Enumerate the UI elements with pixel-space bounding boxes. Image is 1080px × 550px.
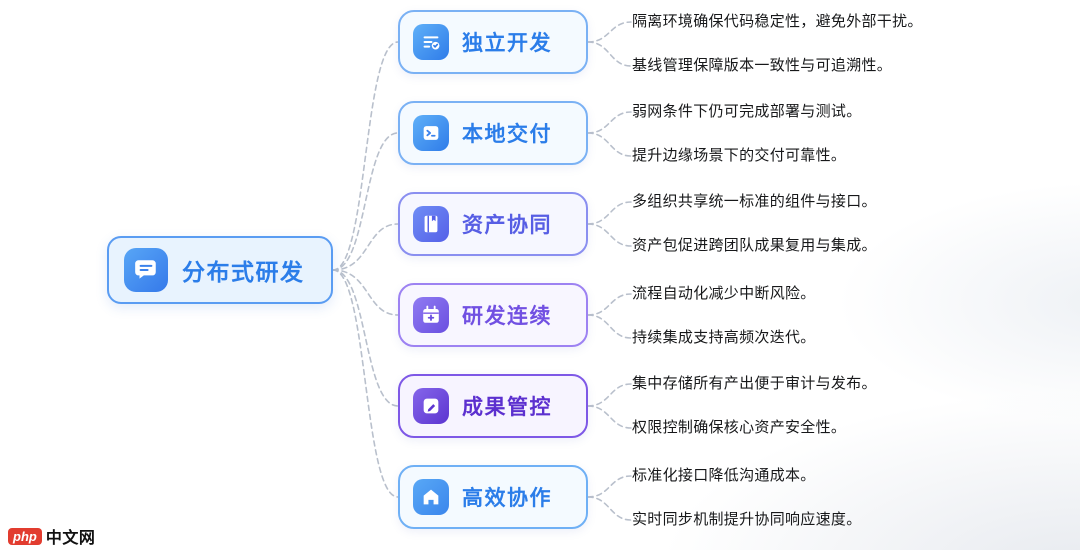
leaf-text: 基线管理保障版本一致性与可追溯性。 <box>632 57 893 74</box>
leaf-text: 实时同步机制提升协同响应速度。 <box>632 511 862 528</box>
branch-label: 资产协同 <box>462 214 552 237</box>
terminal-icon <box>413 115 449 151</box>
branch-label: 成果管控 <box>462 396 552 419</box>
watermark-site-name: 中文网 <box>45 530 96 547</box>
branch-node-independent-dev: 独立开发 <box>398 10 588 74</box>
leaf-text: 提升边缘场景下的交付可靠性。 <box>632 147 847 164</box>
leaf-text: 弱网条件下仍可完成部署与测试。 <box>632 103 862 120</box>
branch-node-local-delivery: 本地交付 <box>398 101 588 165</box>
leaf-text: 多组织共享统一标准的组件与接口。 <box>632 193 877 210</box>
chat-bubble-icon <box>124 248 168 292</box>
list-check-icon <box>413 24 449 60</box>
branch-label: 本地交付 <box>462 123 552 146</box>
leaf-text: 流程自动化减少中断风险。 <box>632 285 816 302</box>
branch-node-efficient-collaboration: 高效协作 <box>398 465 588 529</box>
edit-pen-icon <box>413 388 449 424</box>
leaf-text: 资产包促进跨团队成果复用与集成。 <box>632 237 877 254</box>
branch-node-asset-collaboration: 资产协同 <box>398 192 588 256</box>
branch-node-output-control: 成果管控 <box>398 374 588 438</box>
leaf-text: 权限控制确保核心资产安全性。 <box>632 419 847 436</box>
leaf-text: 集中存储所有产出便于审计与发布。 <box>632 375 877 392</box>
branch-label: 研发连续 <box>462 305 552 328</box>
root-node: 分布式研发 <box>107 236 333 304</box>
book-icon <box>413 206 449 242</box>
branch-node-rd-continuity: 研发连续 <box>398 283 588 347</box>
leaf-text: 隔离环境确保代码稳定性，避免外部干扰。 <box>632 13 923 30</box>
watermark: php 中文网 <box>8 524 95 548</box>
php-logo-badge: php <box>8 527 42 545</box>
leaf-text: 持续集成支持高频次迭代。 <box>632 329 816 346</box>
home-icon <box>413 479 449 515</box>
branch-label: 独立开发 <box>462 32 552 55</box>
branch-label: 高效协作 <box>462 487 552 510</box>
leaf-text: 标准化接口降低沟通成本。 <box>632 467 816 484</box>
root-label: 分布式研发 <box>182 259 305 285</box>
calendar-plus-icon <box>413 297 449 333</box>
